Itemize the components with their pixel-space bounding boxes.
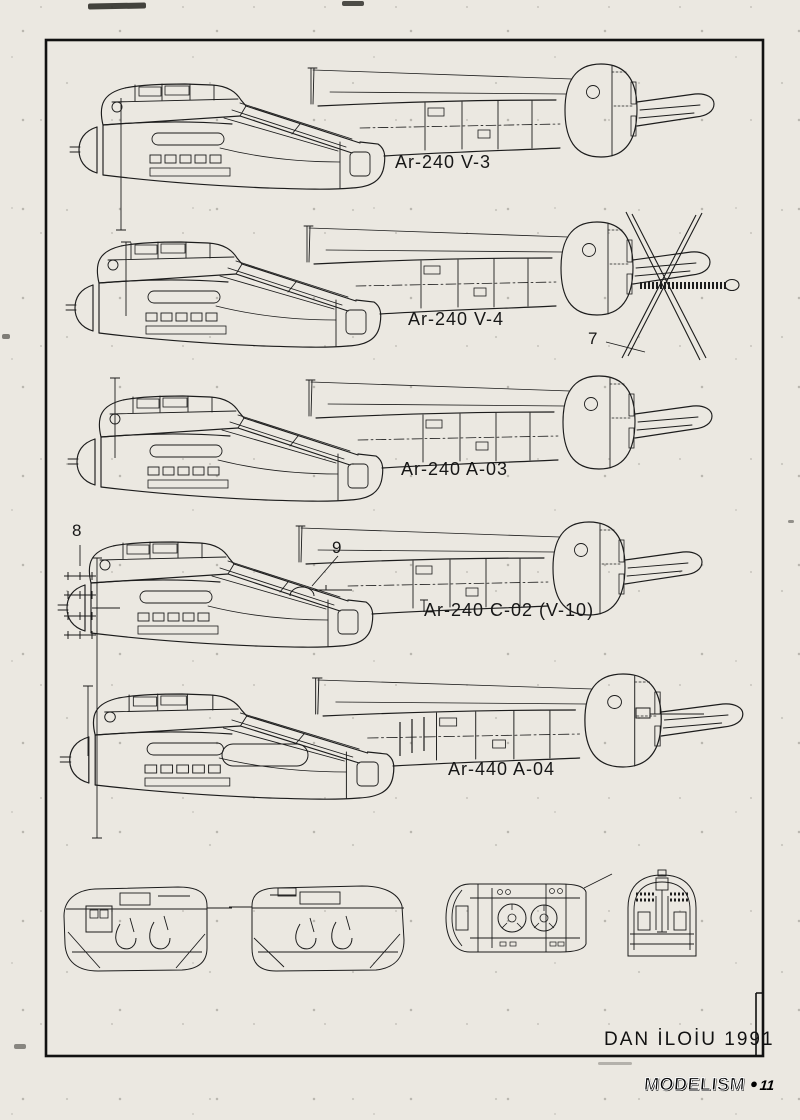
signature-box [755, 992, 763, 1056]
canopy-gun-barrels [399, 717, 425, 756]
profile-label-ar-240-a-03: Ar-240 A-03 [401, 459, 509, 479]
label-tick-mark [420, 599, 428, 612]
aircraft-profile-ar-240-v-4 [65, 211, 740, 361]
smudge-artifact [788, 520, 794, 523]
logo-bullet-icon: ● [749, 1076, 759, 1091]
nose-radar-antenna-array [64, 545, 120, 639]
dorsal-gun-barbette [289, 555, 352, 597]
rear-gun-barrel [635, 707, 704, 719]
publisher-logo: MODELISM●11 [642, 1074, 775, 1095]
page-border-frame [44, 38, 765, 1058]
prop-disc-reference-line [92, 557, 102, 839]
cockpit-section-side-1 [63, 886, 232, 972]
aircraft-profile-ar-240-c-02 [57, 521, 703, 839]
aircraft-profile-ar-440-a-04 [59, 673, 744, 800]
cockpit-section-side-2 [229, 885, 405, 972]
issue-number: 11 [758, 1077, 775, 1093]
cockpit-plan-view [445, 873, 613, 953]
profile-label-ar-240-v-3: Ar-240 V-3 [395, 152, 492, 172]
prop-disc-reference-line [110, 377, 120, 458]
callout-8-nose-antenna: 8 [72, 521, 82, 540]
nacelle-blister [221, 743, 309, 767]
callout-7-leader-line [605, 341, 646, 353]
aircraft-profile-ar-240-a-03 [67, 375, 713, 502]
smudge-artifact [2, 334, 10, 339]
callout-9-gun-barbette: 9 [332, 538, 342, 557]
prop-disc-reference-line [121, 241, 131, 316]
smudge-artifact [598, 1062, 632, 1065]
profile-label-ar-440-a-04: Ar-440 A-04 [448, 759, 556, 779]
aircraft-profile-ar-240-v-3 [69, 63, 715, 231]
smudge-artifact [14, 1044, 26, 1049]
cockpit-front-section [627, 869, 697, 957]
publisher-logo-text: MODELISM [642, 1074, 746, 1095]
tail-dive-brake [621, 211, 740, 361]
profile-label-ar-240-v-4: Ar-240 V-4 [408, 309, 505, 329]
smudge-artifact [342, 1, 364, 6]
callout-7-dive-brake: 7 [588, 329, 598, 348]
prop-disc-reference-line [116, 98, 126, 231]
prop-disc-reference-line [83, 685, 93, 756]
profile-label-ar-240-c-02: Ar-240 C-02 (V-10) [424, 600, 595, 620]
artist-credit: DAN İLOİU 1991 [604, 1029, 775, 1050]
